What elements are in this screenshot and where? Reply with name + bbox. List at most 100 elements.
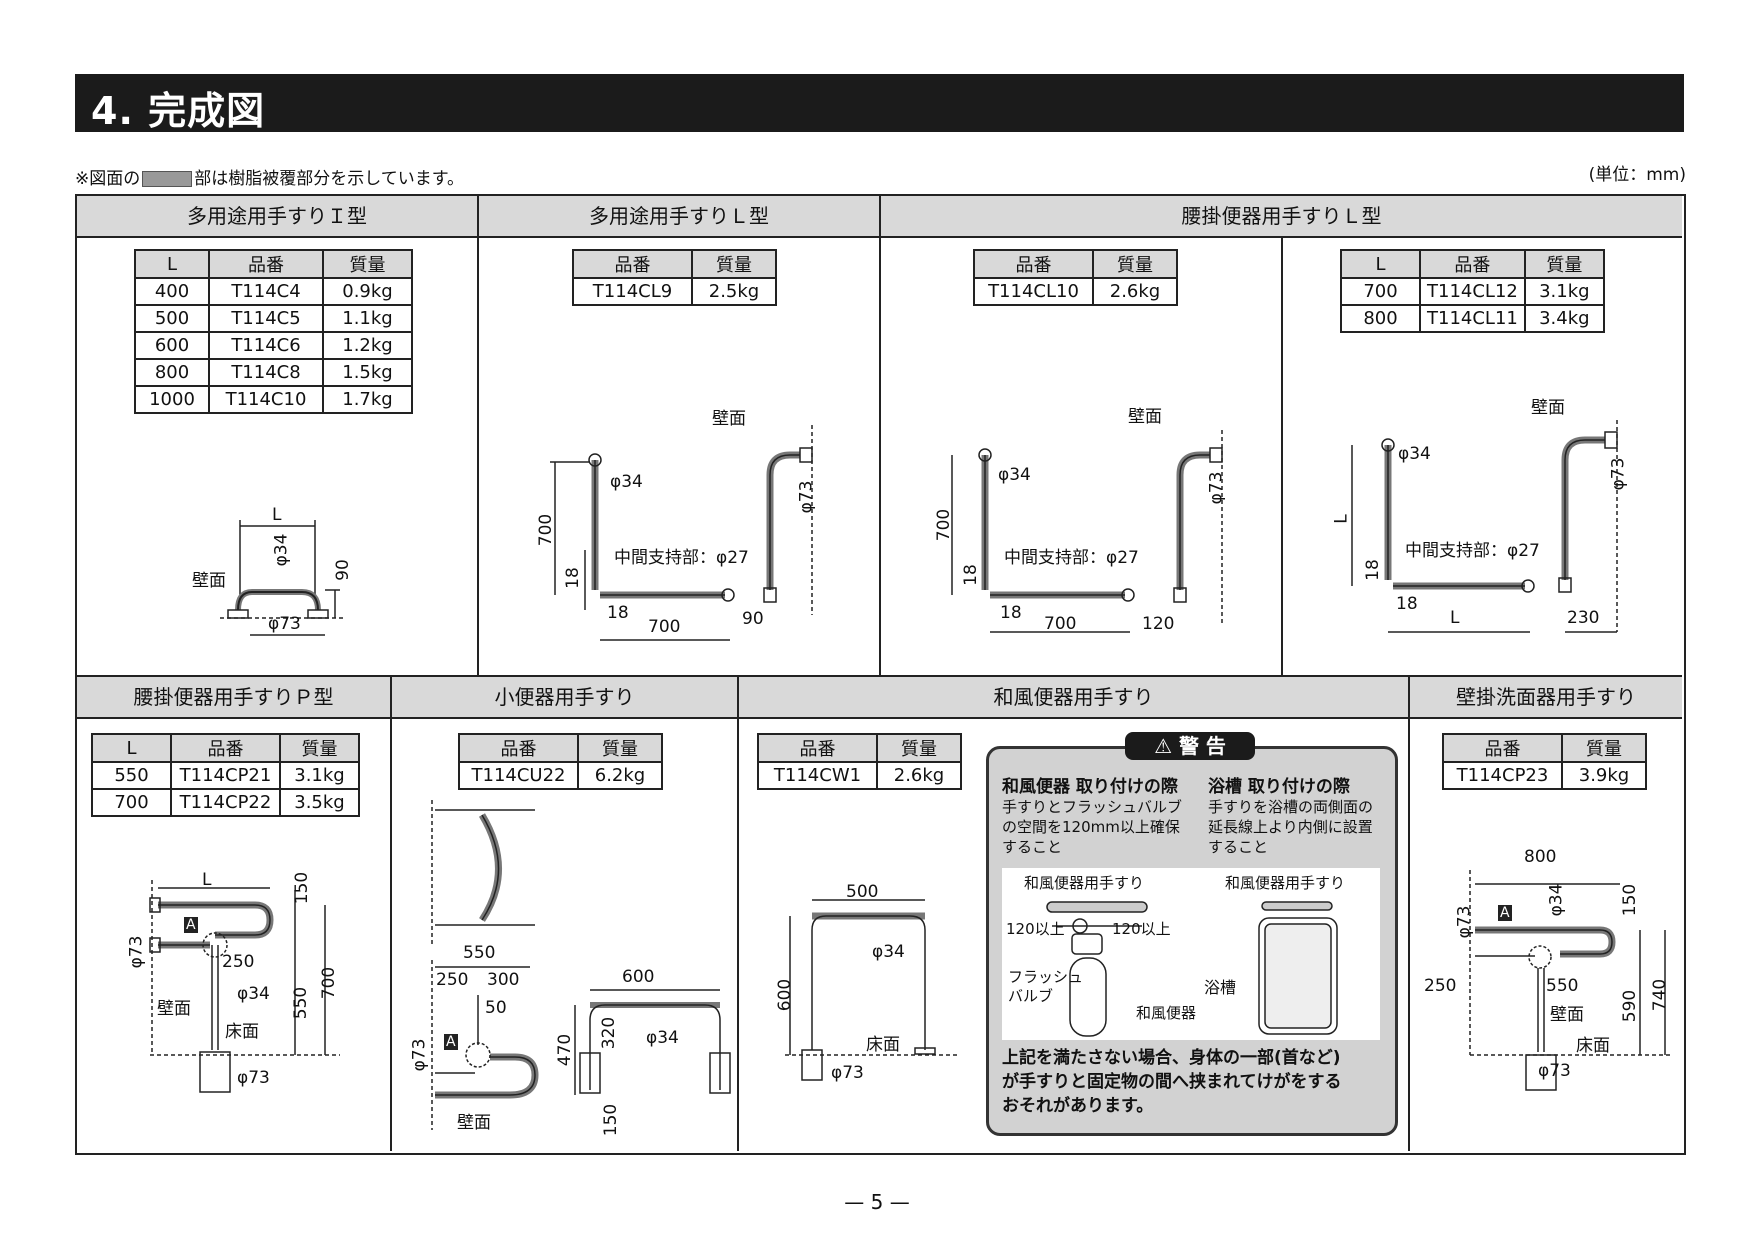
japanese-drawing [785, 899, 960, 1081]
warning-text: 手すりとフラッシュバルブ [1002, 798, 1183, 816]
dim-h470: 470 [555, 1033, 576, 1067]
toilet-l-right-drawing [1351, 420, 1618, 633]
dim-d34: φ34 [998, 465, 1031, 485]
l-type-drawing [550, 425, 813, 641]
dim-d73: φ73 [409, 1038, 430, 1072]
dim-w500: 500 [846, 882, 879, 902]
wall-label: 壁面 [1550, 1005, 1584, 1025]
note-suffix: 部は樹脂被覆部分を示しています。 [194, 169, 465, 189]
warning-figure [1046, 901, 1338, 1037]
fig-left-title: 和風便器用手すり [1024, 874, 1145, 892]
divider [477, 196, 479, 675]
col-header: L [134, 249, 210, 279]
mid-support: 中間支持部：φ27 [614, 548, 749, 568]
section-title: 4. 完成図 [91, 89, 266, 133]
dim-d73b: φ73 [237, 1068, 270, 1088]
dim-d73: φ73 [831, 1063, 864, 1083]
floor-label: 床面 [1576, 1036, 1610, 1056]
dim-d34: φ34 [237, 984, 270, 1004]
dim-d73: φ73 [1454, 905, 1475, 939]
divider [879, 196, 881, 675]
dim-w600: 600 [622, 967, 655, 987]
warning-right: 浴槽 取り付けの際 手すりを浴槽の両側面の 延長線上より内側に設置 すること [1208, 772, 1388, 857]
dim-w230: 230 [1567, 608, 1600, 628]
header-urinal: 小便器用手すり [392, 677, 737, 719]
dim-h600: 600 [775, 978, 796, 1012]
flush-valve-label: フラッシュ [1008, 968, 1084, 986]
dim-w50: 50 [485, 998, 507, 1018]
detail-a-marker: A [1498, 905, 1512, 921]
dim-h150: 150 [601, 1103, 622, 1137]
warning-right-title: 浴槽 取り付けの際 [1208, 777, 1350, 797]
header-toilet-l: 腰掛便器用手すりＬ型 [881, 196, 1682, 238]
section-title-bar: 4. 完成図 [75, 74, 1684, 133]
floor-label: 床面 [225, 1022, 259, 1042]
dim-w250: 250 [222, 952, 255, 972]
dim-h590: 590 [1620, 989, 1641, 1023]
flush-valve-label: バルブ [1008, 987, 1054, 1005]
mid-support: 中間支持部：φ27 [1405, 541, 1540, 561]
dim-w120: 120 [1142, 614, 1175, 634]
dim-d34: φ34 [1546, 883, 1567, 917]
dim-w300: 300 [487, 970, 520, 990]
detail-a-marker: A [444, 1034, 458, 1050]
tub-label: 浴槽 [1204, 978, 1237, 997]
wall-label: 壁面 [1128, 407, 1162, 427]
dim-d34: φ34 [872, 942, 905, 962]
col-header: 質量 [322, 249, 413, 279]
warning-text: すること [1002, 838, 1063, 856]
dim-d73: φ73 [1206, 471, 1227, 505]
dim-h700: 700 [319, 966, 340, 1000]
dim-w550: 550 [463, 943, 496, 963]
divider [1281, 236, 1283, 675]
header-l-type: 多用途用手すりＬ型 [479, 196, 879, 238]
dim-h90: 90 [332, 559, 353, 581]
dim-d73: φ73 [126, 935, 147, 969]
warning-text: 延長線上より内側に設置 [1208, 818, 1373, 836]
toilet-l-left-drawing [951, 430, 1223, 633]
dim-d73: φ73 [268, 614, 301, 634]
dim-w700: 700 [1044, 614, 1077, 634]
gap-right: 120以上 [1112, 920, 1171, 938]
divider [1408, 677, 1410, 1151]
dim-h18: 18 [960, 564, 981, 586]
col-header: 品番 [208, 249, 324, 279]
dim-h18: 18 [1362, 559, 1383, 581]
dim-d73b: φ73 [1538, 1061, 1571, 1081]
resin-note: ※図面の部は樹脂被覆部分を示しています。 [75, 164, 464, 189]
wall-label: 壁面 [457, 1113, 491, 1133]
dim-w18: 18 [607, 603, 629, 623]
figure-frame [75, 194, 1686, 1155]
header-i-type: 多用途用手すりＩ型 [77, 196, 477, 238]
header-japanese: 和風便器用手すり [739, 677, 1408, 719]
toilet-p-drawing [149, 880, 340, 1093]
warning-left-title: 和風便器 取り付けの際 [1002, 777, 1178, 797]
dim-h550: 550 [291, 986, 312, 1020]
detail-a-marker: A [184, 917, 198, 933]
dim-w18: 18 [1000, 603, 1022, 623]
dim-h320: 320 [599, 1016, 620, 1050]
header-basin: 壁掛洗面器用手すり [1410, 677, 1682, 719]
dim-d34: φ34 [271, 533, 292, 567]
dim-d34: φ34 [1398, 444, 1431, 464]
dim-w700: 700 [648, 617, 681, 637]
header-toilet-p: 腰掛便器用手すりＰ型 [77, 677, 390, 719]
warning-footer-line: 上記を満たさない場合、身体の一部(首など) [1002, 1048, 1341, 1068]
dim-d73: φ73 [1608, 457, 1629, 491]
mid-support: 中間支持部：φ27 [1004, 548, 1139, 568]
dim-w18: 18 [1396, 594, 1418, 614]
